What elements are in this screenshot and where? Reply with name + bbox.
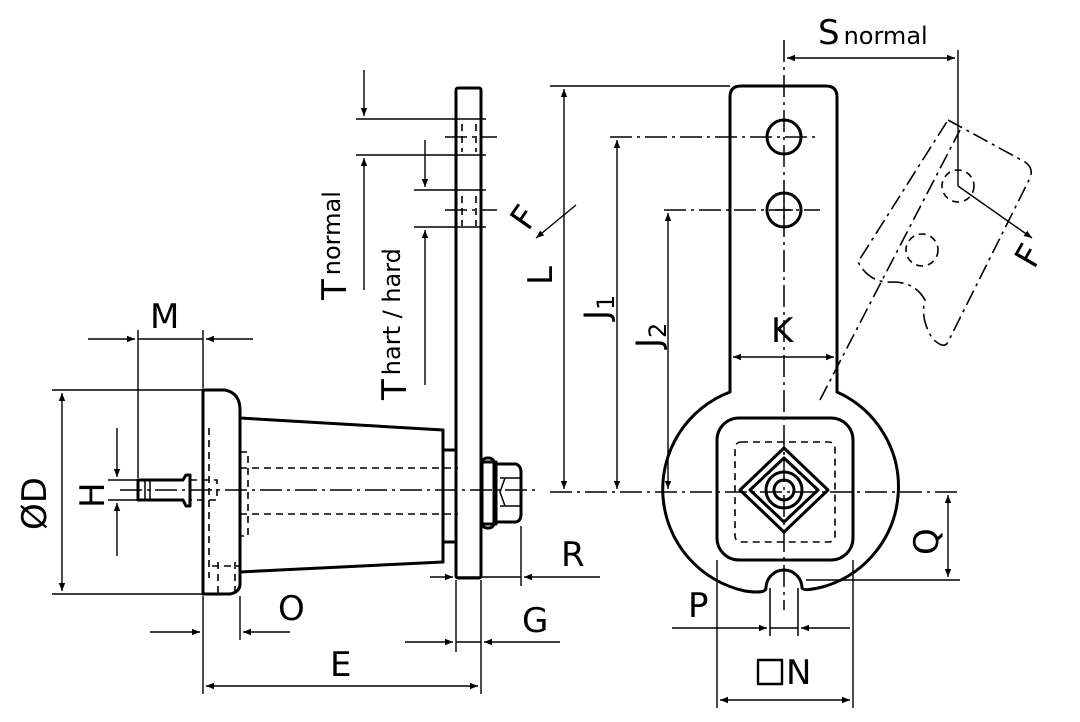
label-f-left: F xyxy=(503,198,547,237)
force-arrow-left xyxy=(535,204,577,239)
label-m: M xyxy=(150,297,179,337)
label-p: P xyxy=(688,586,709,626)
side-dimensions xyxy=(52,70,600,694)
neck-outline xyxy=(441,448,458,544)
square-block xyxy=(715,416,855,562)
flange-outline xyxy=(201,388,242,596)
label-l: L xyxy=(521,266,561,285)
label-n: N xyxy=(786,653,811,693)
label-e: E xyxy=(330,645,351,685)
label-o: O xyxy=(278,589,305,629)
label-h: H xyxy=(73,482,113,508)
force-arrow-right xyxy=(957,185,1033,239)
label-t-hard: Thart / hard xyxy=(375,248,415,401)
body-outline xyxy=(238,416,445,574)
label-od: ØD xyxy=(15,477,55,530)
label-r: R xyxy=(561,535,585,575)
washer-outline xyxy=(480,456,496,530)
label-j1: J1 xyxy=(577,295,620,322)
bolt-hex-lines xyxy=(499,477,520,507)
label-k: K xyxy=(771,311,795,351)
side-view xyxy=(120,86,535,596)
plate-outline xyxy=(454,86,483,580)
label-t-normal: Tnormal xyxy=(315,191,355,301)
front-view xyxy=(550,40,1032,636)
flange-hole-hidden xyxy=(212,562,240,594)
label-g: G xyxy=(522,601,548,641)
label-f-right: F xyxy=(1007,238,1051,275)
arm-outline xyxy=(661,84,900,594)
square-symbol xyxy=(756,658,784,686)
bolt-head-outline xyxy=(494,462,523,524)
front-dimensions xyxy=(535,50,1033,708)
pin-outline xyxy=(136,473,192,508)
rotated-arm-ghost xyxy=(857,118,1032,346)
label-q: Q xyxy=(907,528,947,555)
label-j2: J2 xyxy=(629,323,672,350)
